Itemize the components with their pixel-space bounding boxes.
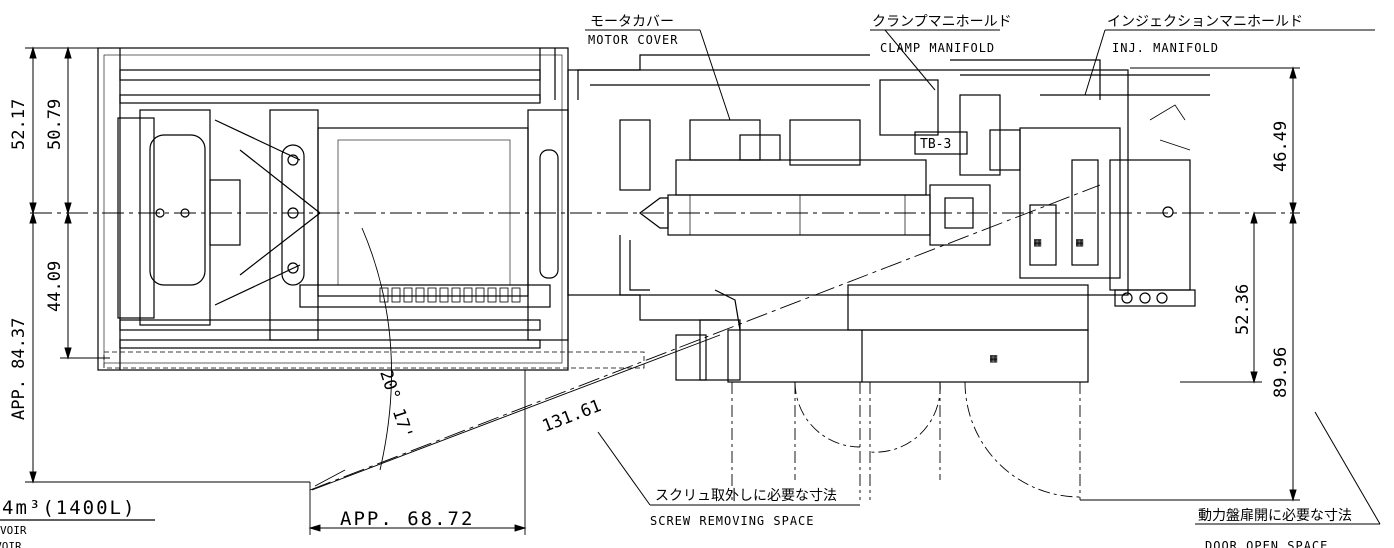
hatch-mark-1: ▦	[1034, 235, 1042, 249]
injection-manifold-label-en: INJ. MANIFOLD	[1112, 41, 1219, 55]
injection-manifold-label-jp: インジェクションマニホールド	[1107, 14, 1303, 30]
left-dimension-lines	[25, 46, 310, 484]
hatch-mark-2: ▦	[1076, 235, 1084, 249]
reservoir-label-top: VOIR	[0, 524, 27, 537]
reservoir-label-bottom: RESERVOIR	[0, 540, 22, 548]
injection-unit: ▦ ▦	[567, 54, 1210, 331]
dim-screw-angle: 20° 17'	[375, 367, 416, 441]
dim-left-outer-bottom: APP. 84.37	[9, 318, 29, 420]
hatch-mark-3: ▦	[990, 351, 998, 365]
dim-left-inner-bottom: 44.09	[45, 261, 65, 312]
door-open-label-jp: 動力盤扉開に必要な寸法	[1198, 508, 1352, 524]
clamp-unit	[97, 47, 645, 371]
screw-removing-lines	[308, 184, 1101, 535]
clamp-manifold-label-en: CLAMP MANIFOLD	[880, 41, 995, 55]
reservoir-capacity: 4m³(1400L)	[2, 497, 136, 519]
terminal-block-label: TB-3	[920, 137, 951, 152]
dim-left-outer-top: 52.17	[9, 99, 29, 150]
dim-screw-length: 131.61	[540, 396, 605, 437]
clamp-manifold-label-jp: クランプマニホールド	[872, 14, 1012, 30]
right-dimension-lines	[1080, 66, 1300, 502]
dim-left-inner-top: 50.79	[45, 99, 65, 150]
dim-bottom-app: APP. 68.72	[340, 508, 474, 530]
screw-removing-label-jp: スクリュ取外しに必要な寸法	[655, 488, 837, 504]
callout-leaders	[585, 29, 1381, 525]
motor-cover-label-en: MOTOR COVER	[588, 33, 678, 47]
dim-right-inner-bottom: 52.36	[1233, 284, 1253, 335]
power-cabinet: ▦	[675, 284, 1089, 500]
door-open-label-en: DOOR OPEN SPACE	[1205, 539, 1328, 548]
screw-removing-label-en: SCREW REMOVING SPACE	[650, 514, 815, 528]
motor-cover-label-jp: モータカバー	[590, 14, 674, 30]
dim-right-outer-bottom: 89.96	[1271, 347, 1291, 398]
dim-right-top: 46.49	[1271, 121, 1291, 172]
